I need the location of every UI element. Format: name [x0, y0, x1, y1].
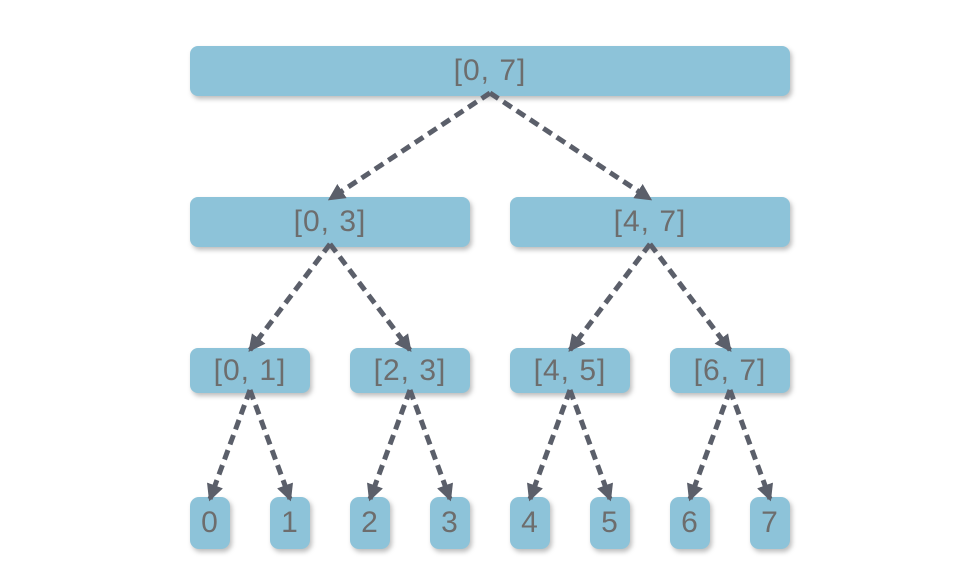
tree-node-label: 4 [521, 506, 539, 539]
tree-leaf-4: 4 [510, 497, 550, 549]
tree-node-label: [4, 5] [533, 353, 607, 387]
tree-node-label: [6, 7] [693, 353, 767, 387]
edge-4-7-to-4-5 [568, 242, 652, 353]
tree-leaf-0: 0 [190, 497, 230, 549]
edge-0-3-to-2-3 [328, 242, 412, 353]
edge-0-7-to-4-7 [488, 90, 653, 202]
tree-node-label: 1 [281, 506, 299, 539]
tree-node-0-3: [0, 3] [190, 197, 470, 247]
tree-leaf-1: 1 [270, 497, 310, 549]
edge-4-5-to-4 [526, 389, 573, 502]
tree-leaf-5: 5 [590, 497, 630, 549]
edge-0-1-to-0 [206, 389, 253, 502]
edge-0-3-to-0-1 [248, 242, 332, 353]
tree-node-0-7: [0, 7] [190, 46, 790, 96]
tree-node-label: 0 [201, 506, 219, 539]
tree-leaf-6: 6 [670, 497, 710, 549]
tree-node-label: 3 [441, 506, 459, 539]
tree-node-label: 6 [681, 506, 699, 539]
edge-0-1-to-1 [247, 389, 294, 502]
tree-node-label: [0, 7] [453, 54, 527, 87]
tree-node-0-1: [0, 1] [190, 348, 310, 393]
tree-node-label: [0, 3] [293, 205, 367, 238]
tree-node-6-7: [6, 7] [670, 348, 790, 393]
edge-6-7-to-7 [727, 389, 774, 502]
tree-node-label: 2 [361, 506, 379, 539]
edge-4-7-to-6-7 [648, 242, 732, 353]
tree-node-label: [0, 1] [213, 353, 287, 387]
tree-leaf-3: 3 [430, 497, 470, 549]
tree-node-4-5: [4, 5] [510, 348, 630, 393]
edge-6-7-to-6 [686, 389, 733, 502]
edge-2-3-to-2 [366, 389, 413, 502]
edge-4-5-to-5 [567, 389, 614, 502]
tree-node-label: 5 [601, 506, 619, 539]
edge-2-3-to-3 [407, 389, 454, 502]
tree-node-2-3: [2, 3] [350, 348, 470, 393]
tree-node-label: [2, 3] [373, 353, 447, 387]
tree-leaf-2: 2 [350, 497, 390, 549]
tree-leaf-7: 7 [750, 497, 790, 549]
tree-node-label: [4, 7] [613, 205, 687, 238]
tree-node-label: 7 [761, 506, 779, 539]
tree-node-4-7: [4, 7] [510, 197, 790, 247]
edge-0-7-to-0-3 [327, 90, 492, 202]
